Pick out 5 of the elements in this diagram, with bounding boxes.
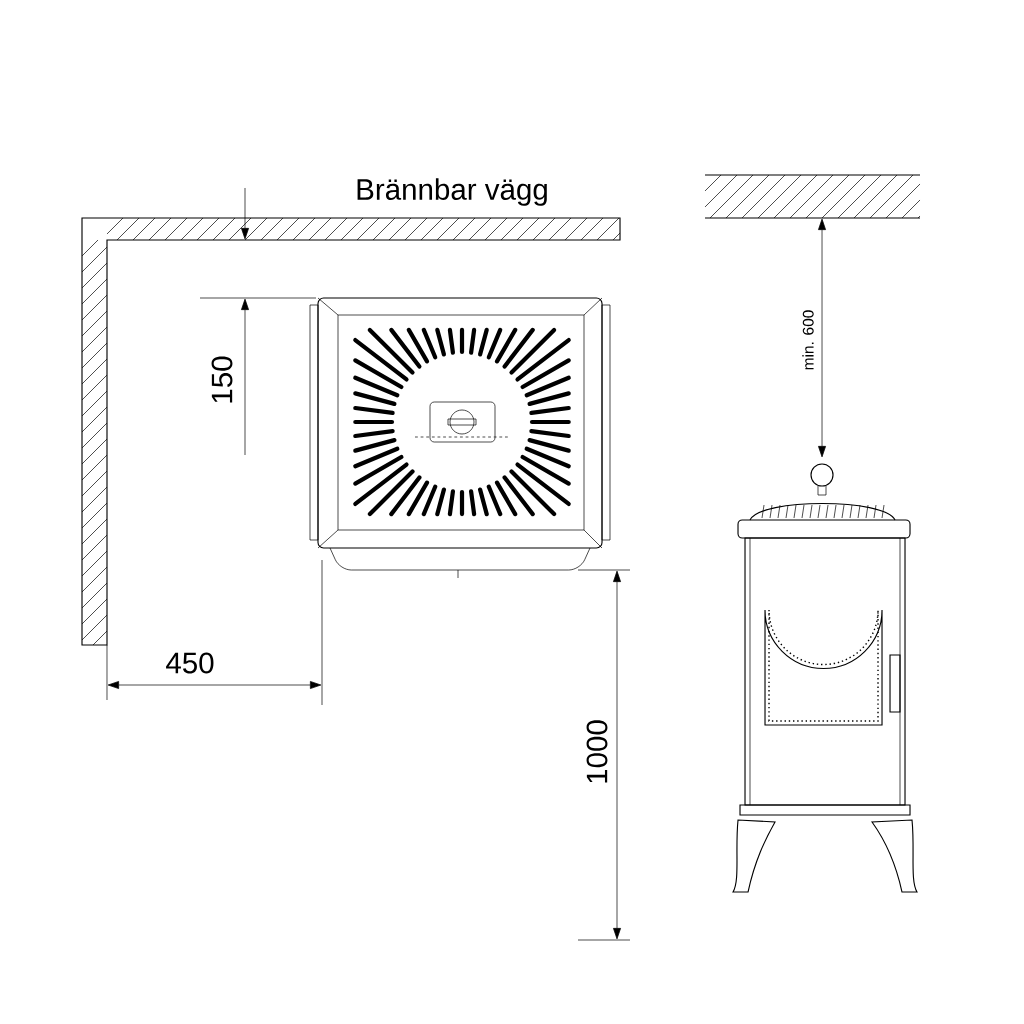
wall-label: Brännbar vägg [357,178,547,206]
dimension-label: 1000 [586,720,608,783]
dimension-label: 150 [211,356,233,403]
dimension-label: 450 [166,652,214,674]
dimension-label: min. 600 [802,310,814,370]
